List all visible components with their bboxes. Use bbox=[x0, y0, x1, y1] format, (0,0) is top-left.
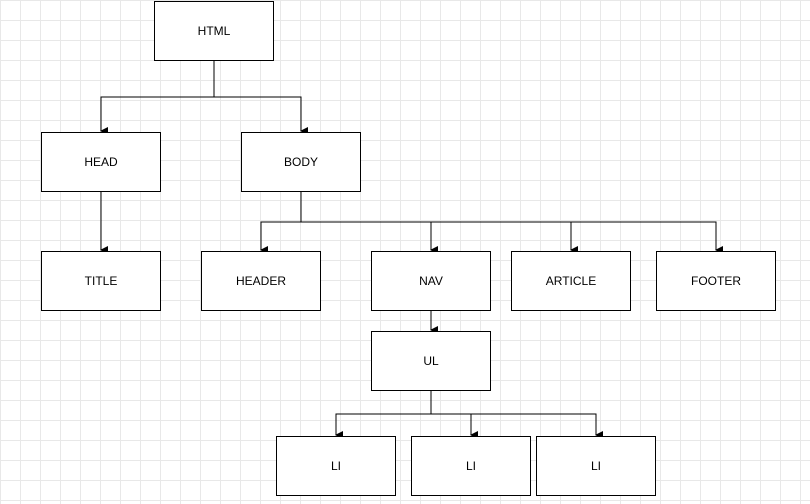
connector-ul-to-li-2 bbox=[430, 391, 478, 439]
node-footer-label: FOOTER bbox=[691, 274, 741, 288]
node-article-label: ARTICLE bbox=[545, 274, 597, 288]
node-nav[interactable]: NAV bbox=[371, 251, 491, 311]
connector-html-to-head bbox=[100, 61, 215, 135]
node-header-label: HEADER bbox=[235, 274, 286, 288]
connector-html-to-body bbox=[213, 61, 308, 135]
node-li-3[interactable]: LI bbox=[536, 436, 656, 496]
connector-ul-to-li-1 bbox=[335, 391, 432, 439]
node-html-label: HTML bbox=[197, 24, 231, 38]
node-article[interactable]: ARTICLE bbox=[511, 251, 631, 311]
node-li-1-label: LI bbox=[330, 459, 341, 473]
node-title-label: TITLE bbox=[84, 274, 118, 288]
node-li-2-label: LI bbox=[465, 459, 476, 473]
node-nav-label: NAV bbox=[419, 274, 443, 288]
node-header[interactable]: HEADER bbox=[201, 251, 321, 311]
connector-body-to-article bbox=[300, 192, 578, 254]
node-html[interactable]: HTML bbox=[154, 1, 274, 61]
connector-body-to-header bbox=[260, 192, 302, 254]
node-ul-label: UL bbox=[423, 354, 439, 368]
connector-body-to-nav bbox=[300, 192, 438, 254]
node-ul[interactable]: UL bbox=[371, 331, 491, 391]
node-head[interactable]: HEAD bbox=[41, 132, 161, 192]
node-body-label: BODY bbox=[283, 155, 318, 169]
node-head-label: HEAD bbox=[84, 155, 118, 169]
node-li-1[interactable]: LI bbox=[276, 436, 396, 496]
node-title[interactable]: TITLE bbox=[41, 251, 161, 311]
node-footer[interactable]: FOOTER bbox=[656, 251, 776, 311]
connector-ul-to-li-3 bbox=[430, 391, 603, 439]
node-li-3-label: LI bbox=[590, 459, 601, 473]
node-body[interactable]: BODY bbox=[241, 132, 361, 192]
connector-body-to-footer bbox=[300, 192, 723, 254]
node-li-2[interactable]: LI bbox=[411, 436, 531, 496]
